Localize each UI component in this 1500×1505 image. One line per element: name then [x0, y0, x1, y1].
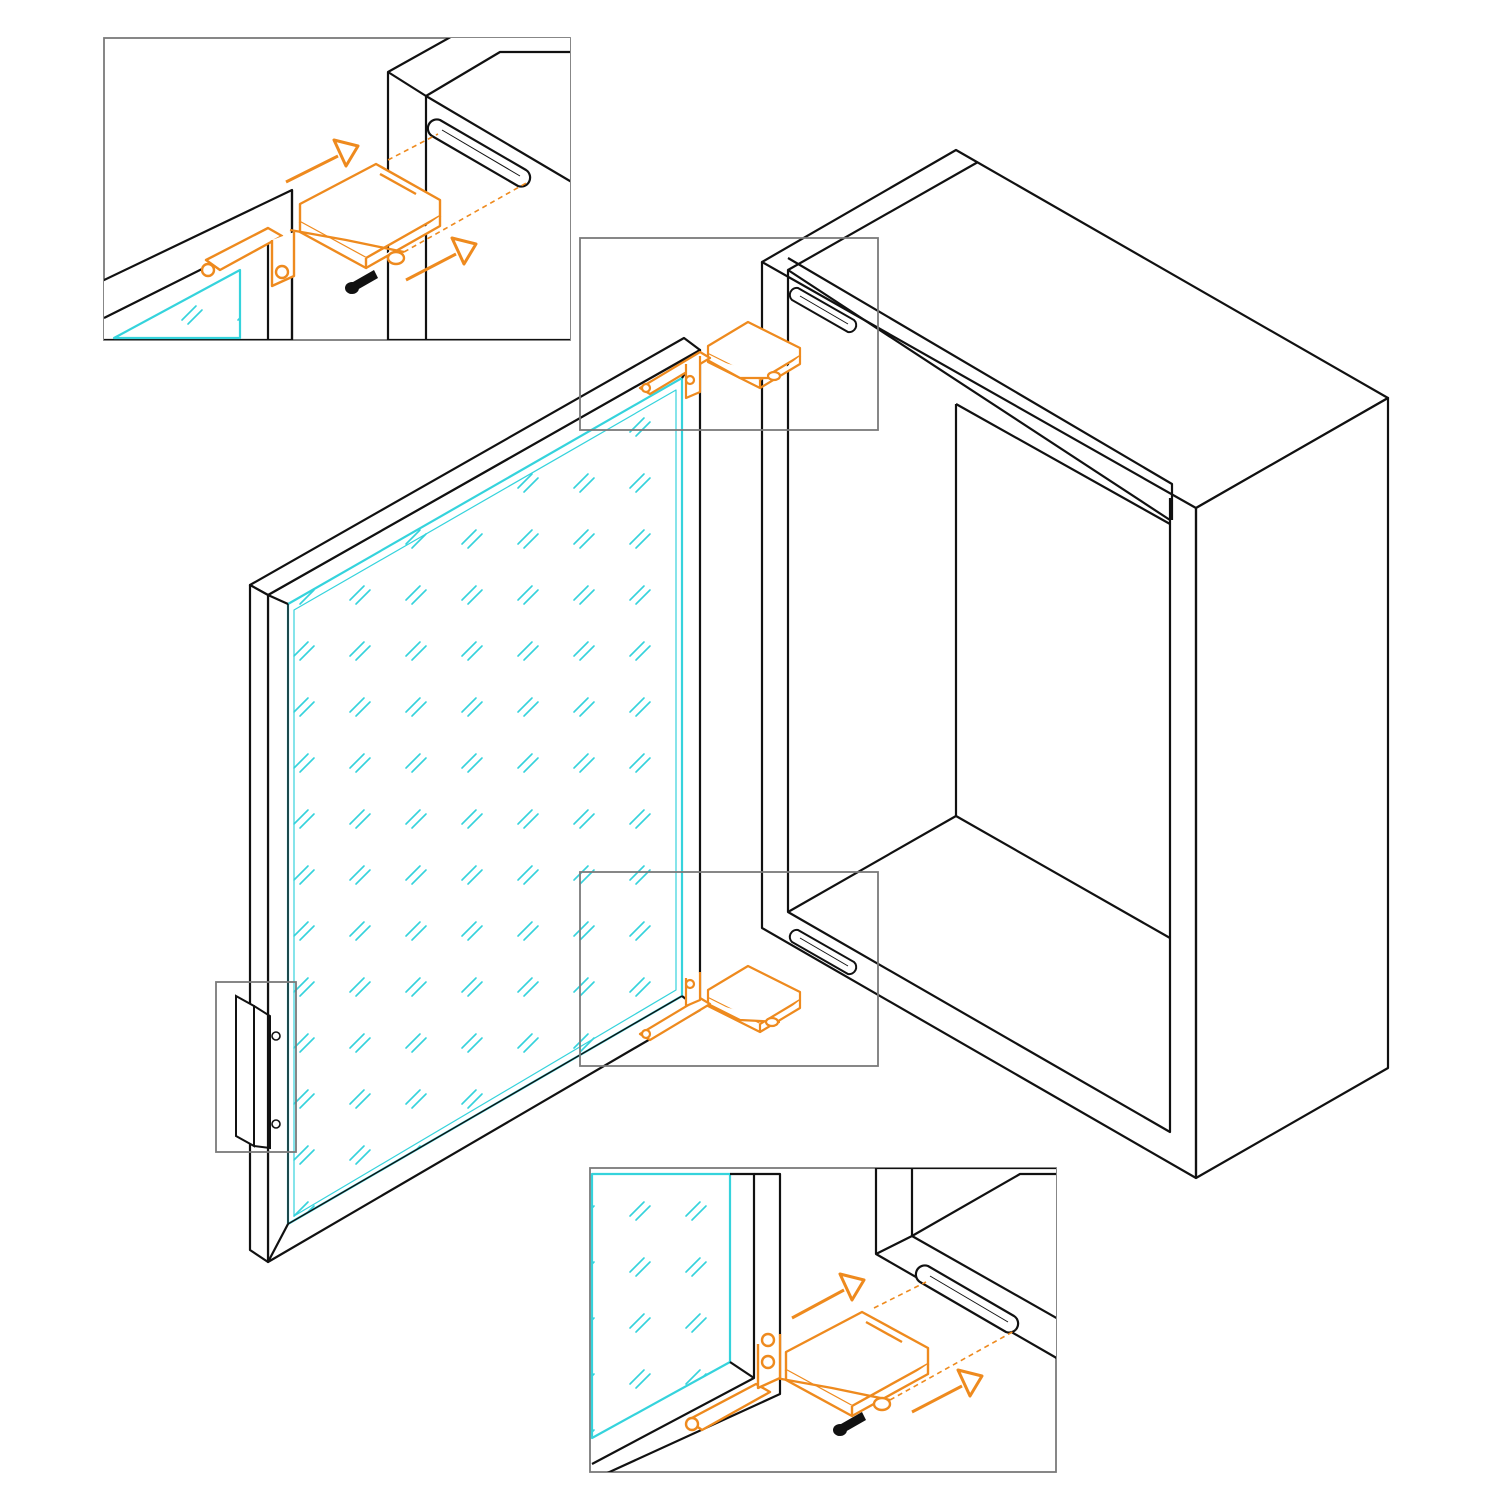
handle-detail-frame — [215, 981, 297, 1153]
bottom-hinge-detail-frame — [579, 871, 879, 1067]
glass-door — [248, 336, 702, 1264]
arrow-icon — [285, 138, 478, 282]
mounting-slot-icon — [788, 286, 858, 976]
top-hinge — [579, 237, 879, 431]
detail-top-left — [103, 37, 571, 341]
arrow-icon — [791, 1272, 984, 1414]
detail-bottom — [589, 1167, 1057, 1473]
hinge-icon — [638, 964, 802, 1042]
bottom-hinge — [579, 871, 879, 1067]
hinge-icon — [684, 1310, 930, 1432]
top-hinge-detail-frame — [579, 237, 879, 431]
screw-icon — [833, 1412, 866, 1436]
cabinet-carcass — [760, 148, 1390, 1180]
screw-icon — [345, 270, 378, 294]
hinge-icon — [638, 320, 802, 400]
door-handle — [215, 981, 297, 1153]
hinge-icon — [200, 162, 442, 288]
